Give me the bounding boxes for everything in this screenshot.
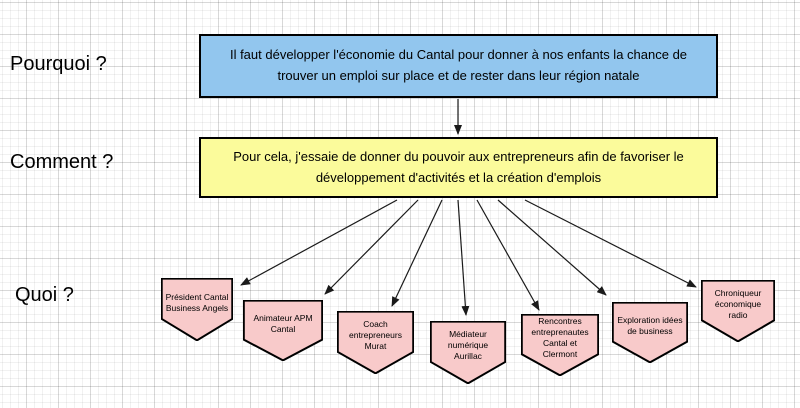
what-shape-mediateur-numerique-aurillac[interactable]: Médiateur numérique Aurillac: [430, 321, 506, 384]
banner-shape: [338, 312, 413, 374]
label-comment: Comment ?: [10, 151, 114, 173]
what-shape-text: Président Cantal Business Angels: [165, 291, 229, 313]
how-box-text: Pour cela, j'essaie de donner du pouvoir…: [233, 148, 684, 185]
what-shape-chroniqueur-economique-radio[interactable]: Chroniqueur économique radio: [701, 280, 775, 342]
what-shape-rencontres-entreprenautes[interactable]: Rencontres entreprenautes Cantal et Cler…: [521, 314, 599, 376]
why-box-text: Il faut développer l'économie du Cantal …: [229, 47, 688, 83]
arrow-how-to-shape-1: [240, 199, 398, 286]
what-shape-animateur-apm-cantal[interactable]: Animateur APM Cantal: [243, 300, 323, 361]
banner-shape: [431, 322, 505, 384]
why-box[interactable]: Il faut développer l'économie du Cantal …: [199, 34, 718, 98]
what-shape-text: Médiateur numérique Aurillac: [447, 328, 489, 362]
arrow-how-to-shape-7: [524, 199, 697, 288]
what-shape-president-cantal-business-angels[interactable]: Président Cantal Business Angels: [161, 278, 233, 341]
what-shape-text: Coach entrepreneurs Murat: [349, 318, 402, 352]
banner-shape: [244, 301, 322, 361]
arrow-how-to-shape-3: [391, 199, 443, 307]
arrow-how-to-shape-6: [497, 199, 607, 296]
banner-shape: [613, 303, 687, 363]
how-box[interactable]: Pour cela, j'essaie de donner du pouvoir…: [199, 137, 718, 198]
label-pourquoi: Pourquoi ?: [10, 53, 107, 75]
arrow-how-to-shape-4: [457, 199, 470, 316]
what-shape-text: Exploration idées de business: [617, 314, 683, 336]
banner-shape: [522, 315, 598, 376]
what-shape-text: Rencontres entreprenautes Cantal et Cler…: [531, 316, 589, 360]
what-shape-coach-entrepreneurs-murat[interactable]: Coach entrepreneurs Murat: [337, 311, 414, 374]
what-shape-text: Animateur APM Cantal: [253, 312, 313, 334]
what-shape-exploration-idees-business[interactable]: Exploration idées de business: [612, 302, 688, 363]
label-quoi: Quoi ?: [15, 284, 74, 306]
what-shape-text: Chroniqueur économique radio: [714, 287, 762, 320]
arrow-how-to-shape-5: [476, 199, 540, 311]
arrow-how-to-shape-2: [324, 199, 419, 295]
banner-shape: [702, 281, 775, 342]
banner-shape: [162, 279, 233, 341]
